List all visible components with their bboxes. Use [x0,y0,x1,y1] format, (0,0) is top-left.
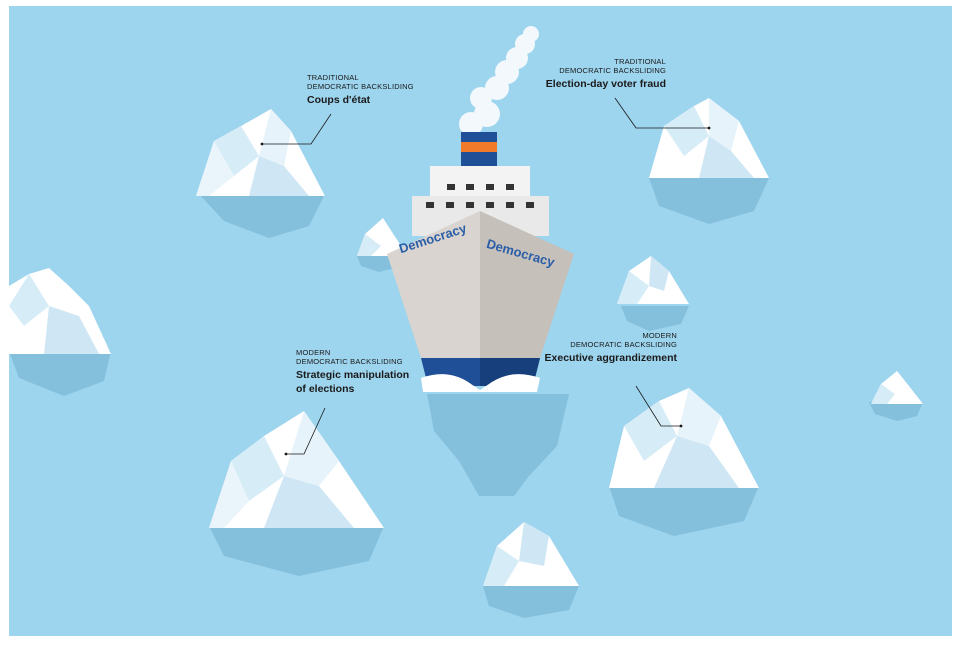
annotation-category: DEMOCRATIC BACKSLIDING [307,81,414,91]
iceberg-top-right [649,98,769,178]
annotation-title: Election-day voter fraud [545,78,666,91]
ship-shadow [427,394,569,496]
annotation-voter-fraud: TRADITIONAL DEMOCRATIC BACKSLIDING Elect… [529,57,666,91]
iceberg-far-right [871,371,923,404]
iceberg-small-behind-ship [357,218,401,256]
iceberg-bottom-center [483,522,579,586]
iceberg-top-left [196,109,325,196]
iceberg-bottom-left [209,411,384,528]
annotation-manipulation: MODERN DEMOCRATIC BACKSLIDING Strategic … [296,348,410,396]
annotation-coups: TRADITIONAL DEMOCRATIC BACKSLIDING Coups… [307,73,414,107]
ship-funnel [461,132,497,166]
annotation-title: Coups d'état [307,94,371,107]
annotation-aggrandizement: MODERN DEMOCRATIC BACKSLIDING Executive … [529,331,677,365]
annotation-category: TRADITIONAL [614,57,666,66]
annotation-title: Strategic manipulation [296,369,410,382]
annotation-category: TRADITIONAL [307,73,359,82]
ship-superstructure [412,166,549,236]
ship-hull [387,211,574,392]
iceberg-left-edge [9,268,111,354]
annotation-category: DEMOCRATIC BACKSLIDING [570,339,677,349]
annotation-title-cont: of elections [296,383,355,396]
annotation-category: MODERN [642,331,677,340]
illustration-canvas: Democracy Democracy TRADITIONAL DEMOCRAT… [9,6,952,636]
annotation-title: Executive aggrandizement [544,352,677,365]
annotation-category: DEMOCRATIC BACKSLIDING [296,356,403,366]
iceberg-small-center-right [617,256,689,304]
iceberg-bottom-right [609,388,759,488]
annotation-category: MODERN [296,348,331,357]
funnel-smoke [459,26,539,136]
annotation-category: DEMOCRATIC BACKSLIDING [559,65,666,75]
